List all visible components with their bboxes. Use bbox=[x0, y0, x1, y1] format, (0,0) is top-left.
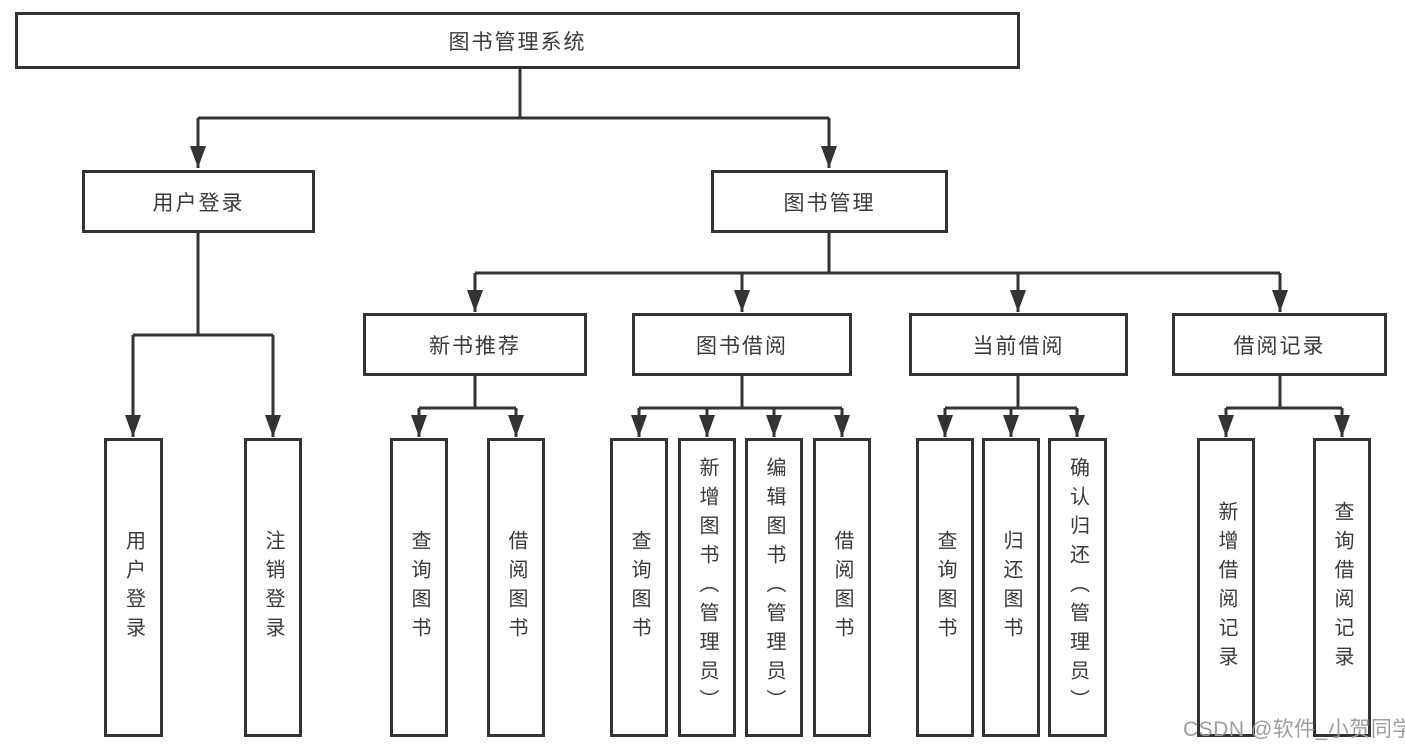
leaf-edit-books-admin: 编辑图书（管理员） bbox=[745, 438, 803, 737]
node-borrow-record: 借阅记录 bbox=[1172, 313, 1387, 376]
leaf-add-borrow-record: 新增借阅记录 bbox=[1197, 438, 1255, 737]
leaf-add-books-admin: 新增图书（管理员） bbox=[678, 438, 736, 737]
leaf-return-books: 归还图书 bbox=[982, 438, 1040, 737]
node-user-login: 用户登录 bbox=[82, 170, 315, 233]
node-book-management: 图书管理 bbox=[711, 170, 948, 233]
leaf-logout: 注销登录 bbox=[244, 438, 302, 737]
leaf-borrow-books-recommend: 借阅图书 bbox=[487, 438, 545, 737]
leaf-query-books-recommend: 查询图书 bbox=[390, 438, 448, 737]
node-root-system: 图书管理系统 bbox=[15, 12, 1020, 69]
leaf-query-books-current: 查询图书 bbox=[916, 438, 974, 737]
node-book-borrow: 图书借阅 bbox=[632, 313, 852, 376]
leaf-confirm-return-admin: 确认归还（管理员） bbox=[1048, 438, 1107, 737]
leaf-query-borrow-record: 查询借阅记录 bbox=[1313, 438, 1371, 737]
node-new-book-recommend: 新书推荐 bbox=[363, 313, 587, 376]
leaf-query-books-borrow: 查询图书 bbox=[610, 438, 668, 737]
leaf-user-login: 用户登录 bbox=[104, 438, 163, 737]
csdn-watermark: CSDN @软件_小贺同学 bbox=[1183, 718, 1405, 741]
node-current-borrow: 当前借阅 bbox=[909, 313, 1128, 376]
leaf-borrow-books: 借阅图书 bbox=[813, 438, 871, 737]
